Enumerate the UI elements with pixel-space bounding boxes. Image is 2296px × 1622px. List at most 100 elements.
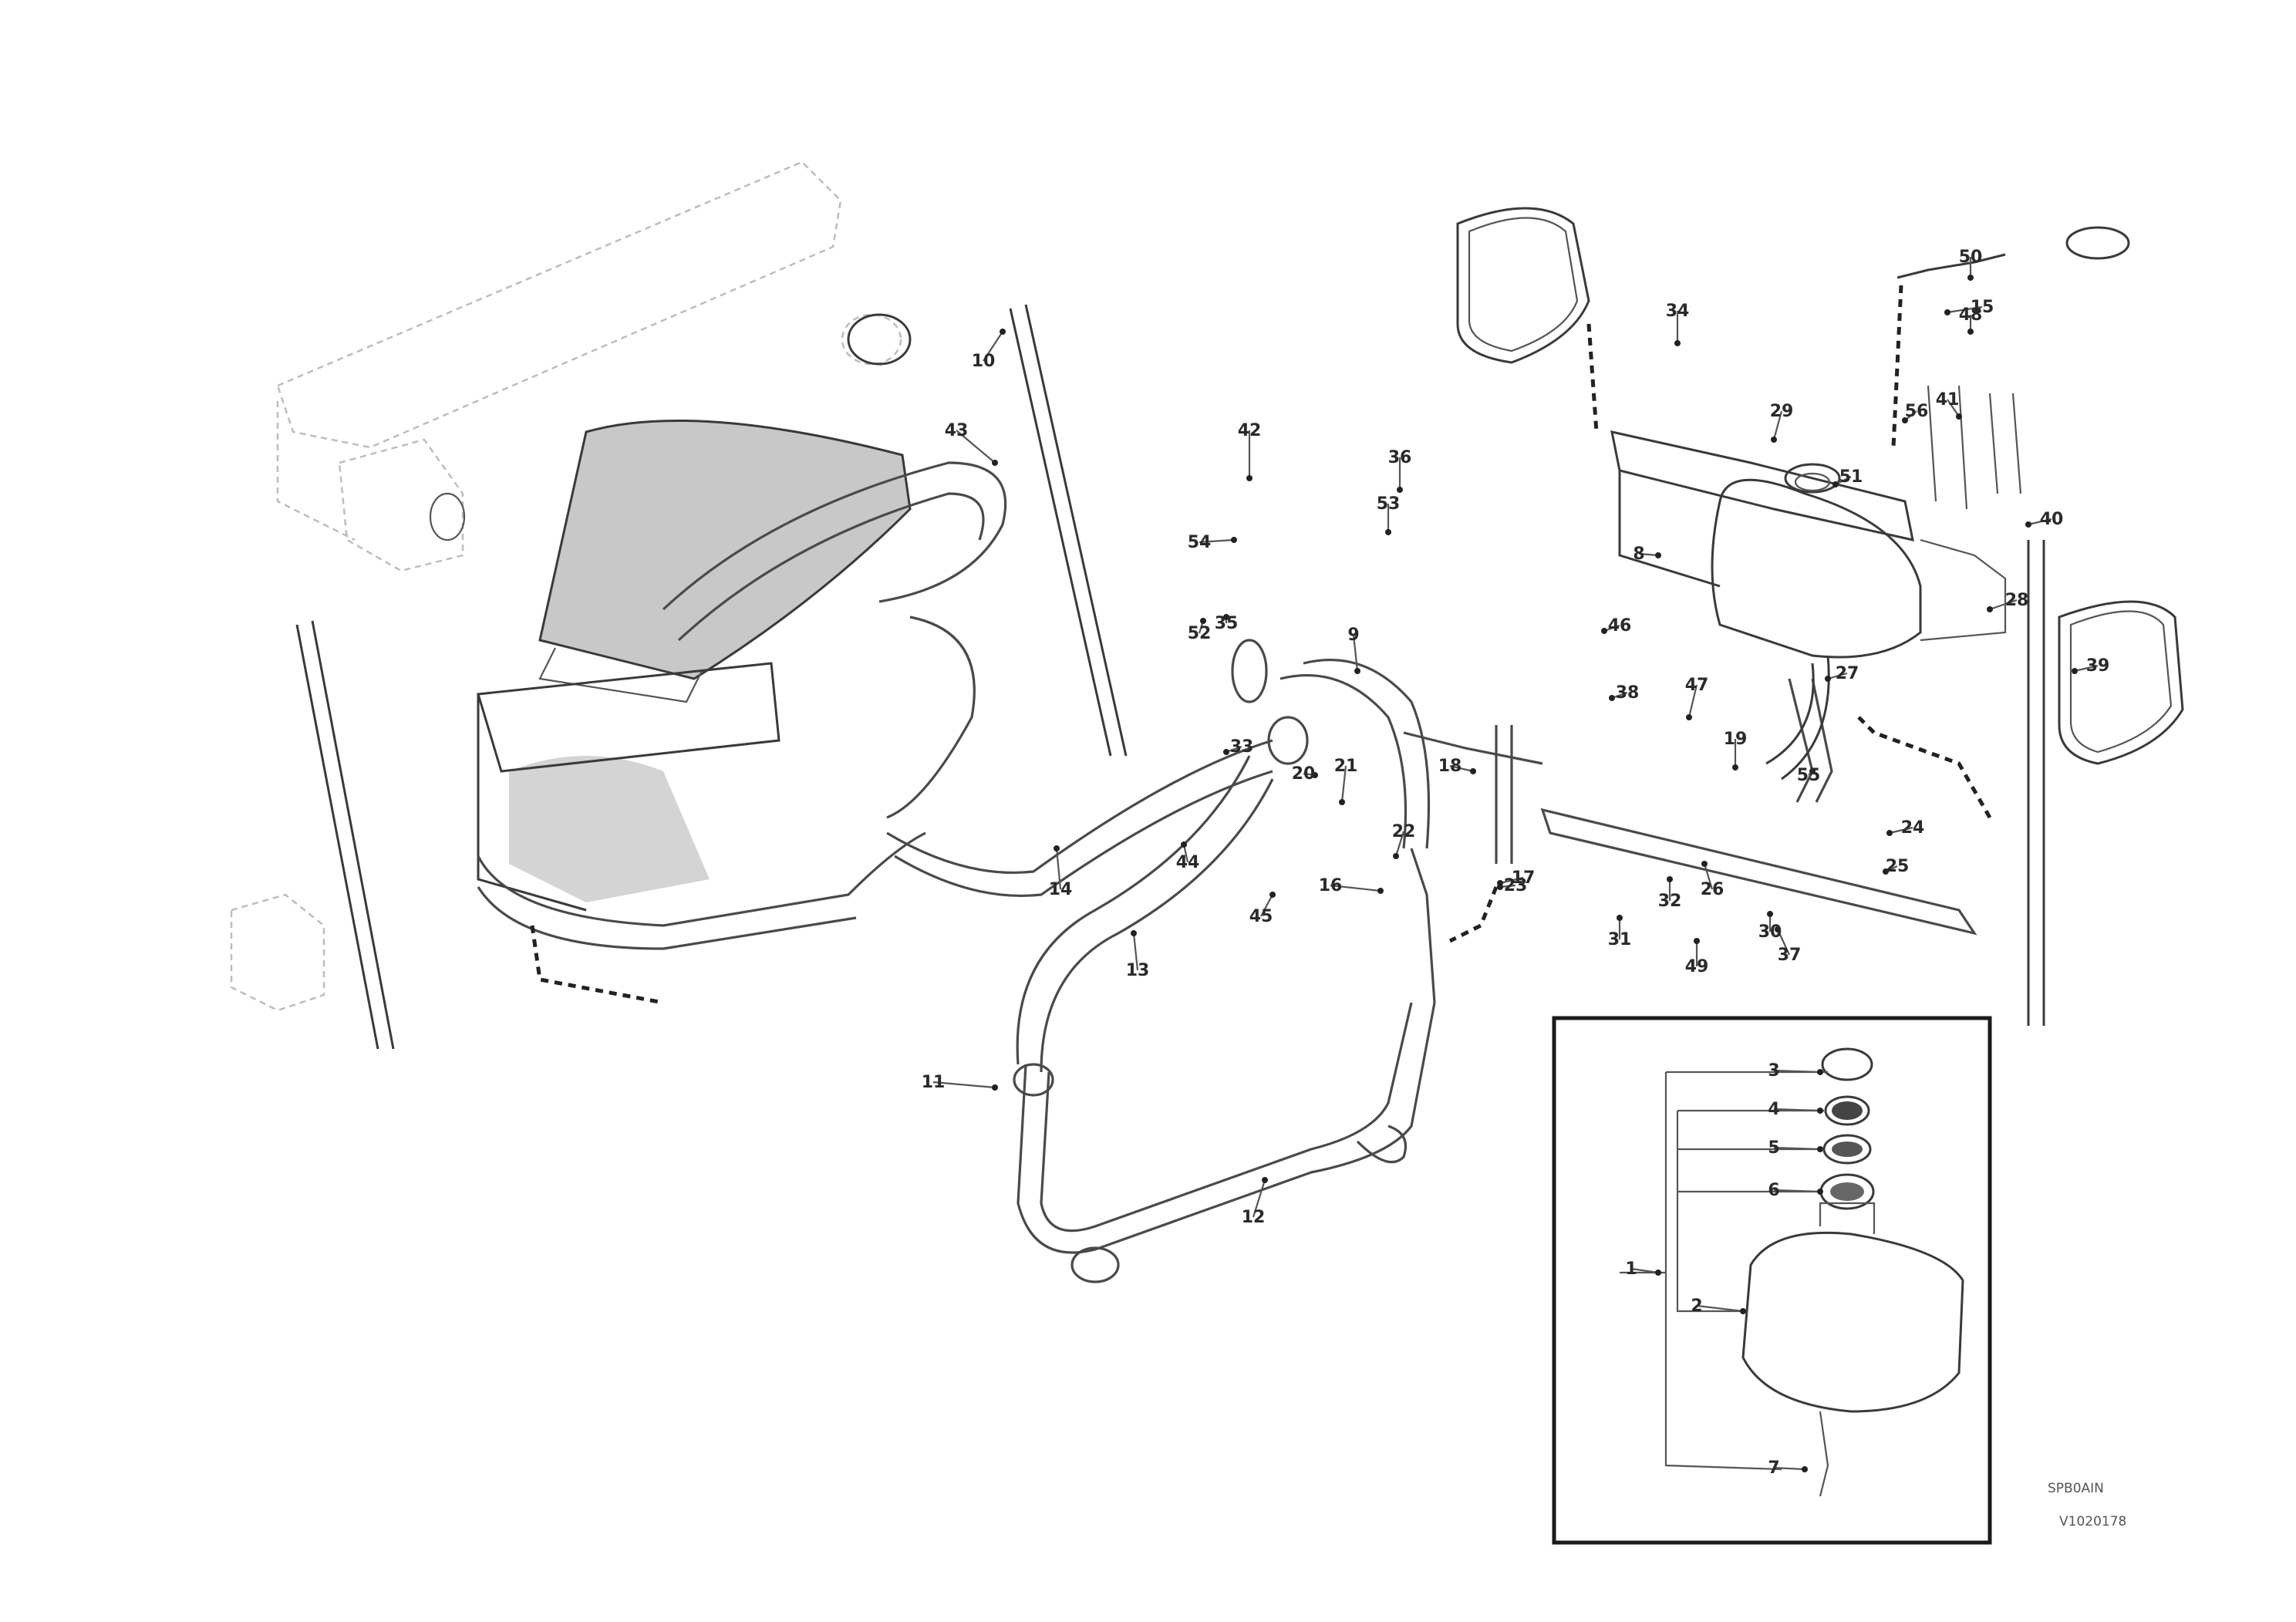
leader-dot-c5	[1817, 1146, 1823, 1152]
callout-18: 18	[1438, 757, 1462, 776]
callout-11: 11	[922, 1073, 946, 1092]
callout-41: 41	[1936, 390, 1960, 410]
leader-dot-c7	[1802, 1466, 1808, 1472]
leader-dot-c54	[1231, 537, 1237, 543]
leader-dot-c48	[1967, 329, 1974, 335]
leader-dot-c26	[1701, 861, 1708, 867]
callout-52: 52	[1188, 624, 1212, 643]
leader-dot-c10	[1000, 329, 1006, 335]
leader-dot-c19	[1732, 764, 1738, 771]
leader-dot-c22	[1393, 853, 1399, 859]
callout-25: 25	[1886, 857, 1910, 876]
leader-dot-c2	[1740, 1308, 1746, 1314]
leader-dot-c32	[1667, 876, 1673, 882]
leader-c16	[1330, 884, 1381, 892]
callout-24: 24	[1901, 818, 1925, 838]
leader-dot-c8	[1655, 552, 1661, 558]
callout-9: 9	[1347, 626, 1359, 645]
leader-c11	[932, 1081, 996, 1089]
leader-dot-c42	[1246, 475, 1253, 481]
leader-dot-c46	[1601, 628, 1607, 634]
leader-dot-c36	[1397, 487, 1403, 493]
leader-c27	[1827, 672, 1848, 680]
leader-dot-c23	[1497, 884, 1503, 890]
leader-dot-c33	[1223, 749, 1229, 755]
leader-c5	[1773, 1146, 1821, 1151]
leader-dot-c20	[1312, 772, 1318, 778]
leader-c1	[1630, 1267, 1659, 1274]
leader-dot-c28	[1987, 606, 1993, 612]
leader-dot-c34	[1674, 340, 1681, 346]
leader-dot-c3	[1817, 1069, 1823, 1075]
leader-dot-c15	[1944, 309, 1950, 315]
leader-dot-c31	[1617, 915, 1623, 921]
callout-22: 22	[1392, 822, 1416, 841]
leader-c26	[1703, 863, 1714, 890]
leader-dot-c21	[1339, 799, 1345, 805]
leader-c4	[1773, 1108, 1821, 1112]
callout-36: 36	[1388, 448, 1412, 467]
leader-c47	[1687, 684, 1698, 718]
leader-dot-c25	[1883, 868, 1889, 875]
stay-rods	[295, 304, 2045, 1050]
callout-20: 20	[1292, 764, 1316, 784]
callout-40: 40	[2040, 510, 2064, 529]
leader-dot-c35	[1223, 614, 1229, 620]
leader-c10	[983, 331, 1003, 362]
leader-dot-c53	[1385, 529, 1391, 535]
callout-4: 4	[1768, 1100, 1779, 1119]
leader-dot-c41	[1956, 413, 1962, 420]
callout-26: 26	[1701, 880, 1725, 899]
leader-c2	[1696, 1304, 1744, 1313]
callout-23: 23	[1504, 876, 1528, 895]
callout-30: 30	[1758, 922, 1782, 942]
leader-c7	[1773, 1466, 1805, 1471]
callout-35: 35	[1215, 614, 1239, 633]
callout-27: 27	[1836, 664, 1859, 683]
drawing-subcode: SPB0AIN	[2048, 1481, 2104, 1496]
callout-38: 38	[1616, 683, 1640, 703]
leader-dot-c6	[1817, 1189, 1823, 1195]
leader-c3	[1773, 1069, 1821, 1074]
leader-c8	[1638, 552, 1659, 557]
callout-8: 8	[1633, 545, 1644, 564]
leader-dot-c56	[1902, 417, 1908, 423]
callout-54: 54	[1188, 533, 1212, 552]
leader-c45	[1260, 894, 1273, 917]
leader-dot-c51	[1832, 481, 1839, 487]
leader-dot-c43	[992, 460, 998, 466]
leader-dot-c37	[1775, 926, 1781, 932]
leader-dot-c44	[1181, 841, 1187, 848]
callout-10: 10	[972, 352, 996, 371]
leader-c15	[1947, 305, 1983, 314]
leader-dot-c40	[2025, 521, 2031, 528]
dashed-hoses	[530, 285, 1992, 1005]
callout-13: 13	[1126, 961, 1150, 980]
leader-c41	[1947, 399, 1960, 417]
frame-outline	[230, 160, 902, 1012]
leader-dot-c50	[1967, 275, 1974, 281]
callout-51: 51	[1839, 467, 1863, 487]
leader-dot-c9	[1354, 668, 1360, 674]
leader-c12	[1252, 1179, 1266, 1218]
leader-dot-c16	[1377, 888, 1384, 894]
leader-c40	[2028, 518, 2052, 526]
callout-1: 1	[1625, 1259, 1637, 1279]
callout-7: 7	[1768, 1458, 1779, 1478]
leader-dot-c18	[1470, 768, 1476, 774]
coolant-pipes	[477, 461, 1977, 1283]
leader-c37	[1776, 929, 1791, 956]
leader-dot-c47	[1686, 714, 1692, 720]
radiator-core	[477, 419, 912, 912]
callout-50: 50	[1959, 248, 1983, 267]
leader-dot-c39	[2072, 668, 2078, 674]
callout-14: 14	[1049, 880, 1073, 899]
leader-c17	[1499, 876, 1524, 885]
inset-detail	[1552, 1016, 1992, 1545]
callout-56: 56	[1905, 402, 1929, 421]
leader-dot-c13	[1131, 930, 1137, 936]
leader-c29	[1772, 410, 1783, 440]
leader-dot-c52	[1200, 618, 1206, 624]
